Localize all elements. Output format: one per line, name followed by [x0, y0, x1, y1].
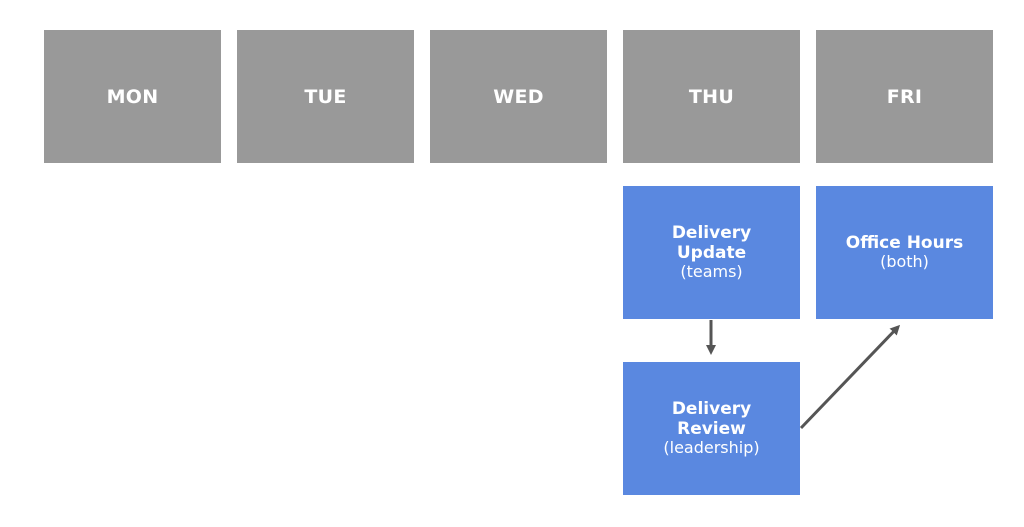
event-delivery-review: Delivery Review (leadership): [623, 362, 800, 495]
day-label-fri: FRI: [886, 85, 923, 108]
day-header-tue: TUE: [237, 30, 414, 163]
day-label-thu: THU: [688, 85, 735, 108]
event-office-hours: Office Hours (both): [816, 186, 993, 319]
event-delivery-update-title-line2: Update: [676, 243, 747, 264]
arrow-review-to-office-hours: [799, 324, 901, 430]
day-label-wed: WED: [493, 85, 544, 108]
event-delivery-update: Delivery Update (teams): [623, 186, 800, 319]
day-header-fri: FRI: [816, 30, 993, 163]
day-header-wed: WED: [430, 30, 607, 163]
event-delivery-review-subtitle: (leadership): [663, 438, 760, 458]
day-header-thu: THU: [623, 30, 800, 163]
day-label-tue: TUE: [304, 85, 347, 108]
day-header-mon: MON: [44, 30, 221, 163]
event-delivery-update-subtitle: (teams): [680, 262, 743, 282]
event-office-hours-title: Office Hours: [845, 233, 964, 254]
event-delivery-review-title-line2: Review: [677, 419, 746, 440]
event-delivery-review-title-line1: Delivery: [671, 399, 752, 420]
event-delivery-update-title-line1: Delivery: [671, 223, 752, 244]
event-office-hours-subtitle: (both): [880, 252, 929, 272]
day-label-mon: MON: [106, 85, 159, 108]
